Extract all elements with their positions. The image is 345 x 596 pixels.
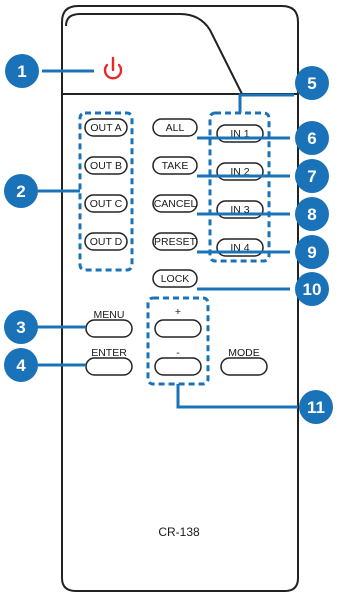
callout-9: 9 <box>295 235 329 269</box>
callout-3: 3 <box>4 310 38 344</box>
enter-label: ENTER <box>91 347 127 359</box>
out-b-button[interactable]: OUT B <box>84 156 128 175</box>
minus-label: - <box>176 347 180 359</box>
mode-label: MODE <box>228 347 260 359</box>
lock-button[interactable]: LOCK <box>152 269 198 288</box>
mode-button[interactable]: MODE <box>220 347 268 376</box>
svg-text:5: 5 <box>307 74 316 93</box>
enter-button[interactable]: ENTER <box>85 347 133 376</box>
svg-text:6: 6 <box>307 129 316 148</box>
cancel-label: CANCEL <box>154 198 197 210</box>
all-button[interactable]: ALL <box>152 118 198 137</box>
svg-text:1: 1 <box>17 62 26 81</box>
out-a-label: OUT A <box>90 122 121 134</box>
preset-button[interactable]: PRESET <box>152 232 198 251</box>
volume-up-button[interactable]: + <box>154 306 202 338</box>
callout-7: 7 <box>295 159 329 193</box>
out-d-button[interactable]: OUT D <box>84 232 128 251</box>
callout-8: 8 <box>295 197 329 231</box>
callout-4: 4 <box>4 348 38 382</box>
volume-buttons-group <box>146 296 210 386</box>
top-panel-outline <box>65 13 243 95</box>
preset-label: PRESET <box>154 236 197 248</box>
callout-11: 11 <box>299 390 333 424</box>
out-buttons-group <box>78 111 134 272</box>
svg-text:9: 9 <box>307 243 316 262</box>
out-a-button[interactable]: OUT A <box>84 118 128 137</box>
plus-label: + <box>175 306 181 318</box>
menu-button[interactable]: MENU <box>85 309 133 338</box>
out-c-label: OUT C <box>90 198 123 210</box>
lock-label: LOCK <box>161 273 190 285</box>
volume-down-button[interactable]: - <box>154 347 202 376</box>
out-d-label: OUT D <box>90 236 123 248</box>
svg-text:7: 7 <box>307 167 316 186</box>
out-b-label: OUT B <box>90 160 122 172</box>
power-icon[interactable] <box>103 56 123 80</box>
svg-text:4: 4 <box>16 356 26 375</box>
take-button[interactable]: TAKE <box>152 156 198 175</box>
svg-text:8: 8 <box>307 205 316 224</box>
svg-text:2: 2 <box>16 182 25 201</box>
callout-1: 1 <box>5 54 39 88</box>
all-label: ALL <box>166 122 185 134</box>
menu-label: MENU <box>94 309 125 321</box>
callout-2: 2 <box>4 174 38 208</box>
take-label: TAKE <box>162 160 189 172</box>
svg-text:10: 10 <box>303 280 322 299</box>
callout-10: 10 <box>295 272 329 306</box>
callout-5: 5 <box>295 66 329 100</box>
out-c-button[interactable]: OUT C <box>84 194 128 213</box>
model-label: CR-138 <box>158 525 200 539</box>
svg-text:3: 3 <box>16 318 25 337</box>
cancel-button[interactable]: CANCEL <box>152 194 198 213</box>
remote-body <box>61 5 299 592</box>
callout-leaders <box>36 69 298 409</box>
callout-6: 6 <box>295 121 329 155</box>
svg-text:11: 11 <box>307 398 325 417</box>
